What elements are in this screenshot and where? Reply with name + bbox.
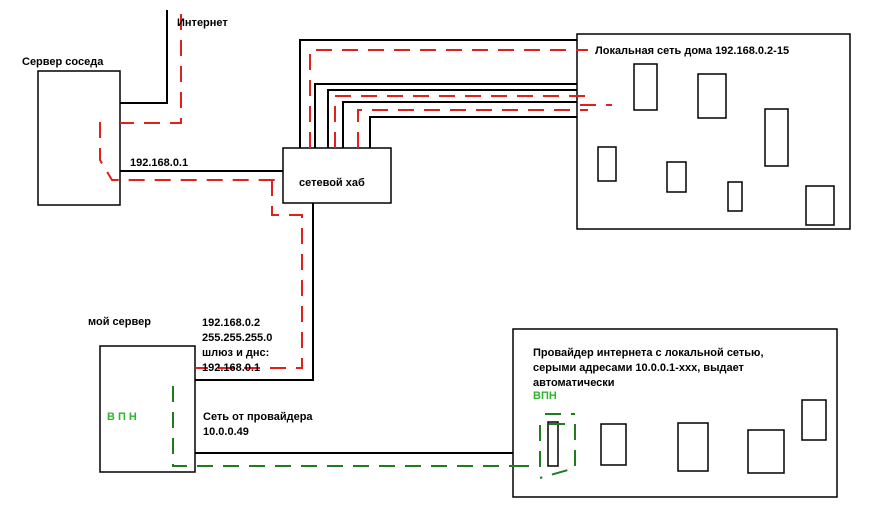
provider-network-label: Сеть от провайдера 10.0.0.49 [203, 411, 313, 438]
vpn-route [172, 386, 576, 479]
lan-device [805, 185, 835, 226]
internet-label: Интернет [177, 17, 228, 29]
home-lan-devices [597, 63, 835, 226]
neighbor-server-box [37, 70, 121, 206]
hub-myserver-link [195, 203, 314, 381]
vpn-route-path [172, 386, 513, 467]
internet-link [120, 10, 168, 104]
lan-device [633, 63, 658, 111]
provider-device [600, 423, 627, 466]
provider-vpn-device [547, 421, 559, 467]
lan-device [666, 161, 687, 193]
neighbor-server-label: Сервер соседа [22, 56, 104, 68]
my-server-config: 192.168.0.2 255.255.255.0 шлюз и днс: 19… [202, 317, 273, 374]
local-route-lan-3 [357, 109, 588, 148]
hub-lan-link-5 [369, 116, 577, 148]
lan-device [764, 108, 789, 167]
network-hub-box [282, 147, 392, 204]
hub-lan-link-4 [342, 101, 577, 148]
local-route-internet [120, 14, 182, 124]
my-server-label: мой сервер [88, 316, 151, 328]
lan-device [727, 181, 743, 212]
connection-lines [120, 10, 577, 454]
vpn-server-label: ВПН [107, 411, 140, 423]
vpn-provider-label: ВПН [533, 390, 557, 402]
provider-device [677, 422, 709, 472]
home-lan-label: Локальная сеть дома 192.168.0.2-15 [595, 45, 790, 57]
vpn-route-provider [513, 423, 576, 479]
provider-device [747, 429, 785, 474]
home-lan-box [576, 33, 851, 230]
neighbor-ip-label: 192.168.0.1 [130, 157, 189, 169]
local-route-lan-1 [309, 49, 588, 148]
provider-device [801, 399, 827, 441]
hub-lan-link-2 [314, 83, 577, 148]
local-route [99, 14, 612, 369]
lan-device [697, 73, 727, 119]
hub-lan-link-3 [327, 89, 577, 148]
local-route-lan-2 [334, 95, 588, 148]
my-server-box [99, 345, 196, 473]
network-hub-label: сетевой хаб [299, 177, 365, 189]
lan-device [597, 146, 617, 182]
provider-description: Провайдер интернета с локальной сетью, с… [533, 347, 764, 389]
local-route-myserver [195, 180, 303, 369]
provider-devices [547, 399, 827, 474]
hub-lan-link-1 [299, 39, 577, 148]
provider-box [512, 328, 838, 498]
